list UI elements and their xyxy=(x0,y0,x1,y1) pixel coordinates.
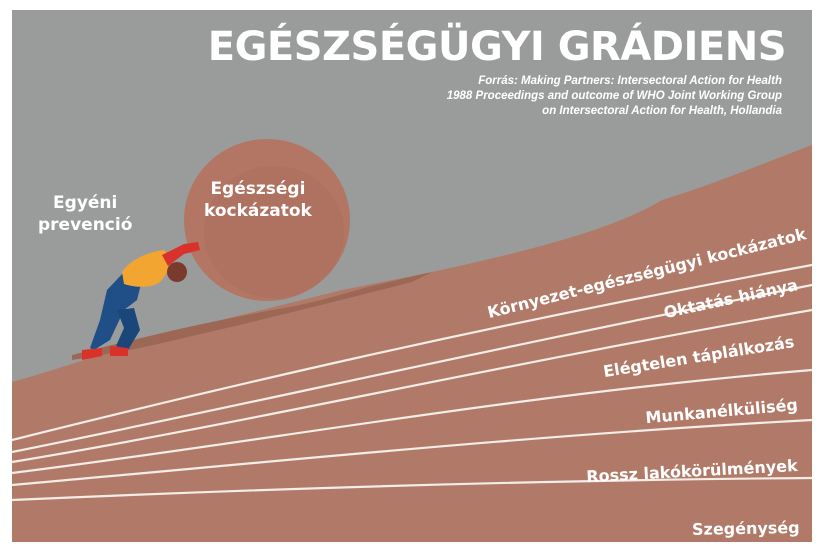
poster-title: EGÉSZSÉGÜGYI GRÁDIENS xyxy=(208,24,786,70)
poster: EGÉSZSÉGÜGYI GRÁDIENS Forrás: Making Par… xyxy=(12,10,812,542)
prevention-label-line: Egyéni xyxy=(38,192,132,214)
boulder-label-line: kockázatok xyxy=(204,200,312,222)
layer-label-poverty: Szegénység xyxy=(692,518,800,539)
source-citation: Forrás: Making Partners: Intersectoral A… xyxy=(362,74,782,119)
prevention-label-line: prevenció xyxy=(38,214,132,236)
source-line: on Intersectoral Action for Health, Holl… xyxy=(362,104,782,119)
boulder-label: Egészségi kockázatok xyxy=(204,178,312,222)
boulder-label-line: Egészségi xyxy=(204,178,312,200)
source-line: 1988 Proceedings and outcome of WHO Join… xyxy=(362,89,782,104)
prevention-label: Egyéni prevenció xyxy=(38,192,132,236)
source-line: Forrás: Making Partners: Intersectoral A… xyxy=(362,74,782,89)
